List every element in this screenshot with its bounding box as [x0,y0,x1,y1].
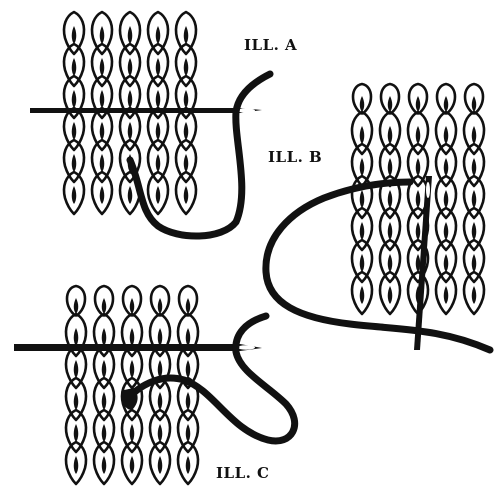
stitch-loop [90,106,114,152]
stitch-loop [434,174,458,220]
stitch-loop [378,110,402,156]
label-ill-a: ILL. A [244,36,297,54]
top-loop [121,284,143,318]
stitch-loop [350,270,374,316]
stitch-loop [434,270,458,316]
stitch-loop [148,440,172,486]
top-loop [351,82,373,116]
stitch-loop [462,110,486,156]
stitch-loop [176,408,200,454]
stitch-loop [62,170,86,216]
stitch-loop [174,170,198,216]
illustration-c: ILL. C [14,284,299,486]
stitch-loop [350,110,374,156]
stitch-loop [406,110,430,156]
stitch-loop [92,344,116,390]
stitch-loop [174,106,198,152]
stitch-loop [146,170,170,216]
stitch-loop [64,440,88,486]
label-ill-c: ILL. C [216,464,270,482]
stitch-loop [146,10,170,56]
stitch-loop [90,138,114,184]
stitch-loop [462,206,486,252]
stitch-loop [62,10,86,56]
stitch-loop [62,42,86,88]
yarn-a [126,70,274,240]
needle-b [414,176,432,350]
illustration-b: ILL. B [262,82,494,354]
stitch-loop [62,106,86,152]
stitch-loop [90,10,114,56]
stitch-loop [64,376,88,422]
top-loop [177,284,199,318]
stitch-loop [118,42,142,88]
top-loop [407,82,429,116]
stitch-loop [462,174,486,220]
stitch-loop [174,42,198,88]
stitch-loop [176,440,200,486]
top-loop [149,284,171,318]
stitch-loop [148,408,172,454]
top-loop [65,284,87,318]
label-ill-b: ILL. B [268,148,322,166]
stitch-loop [350,206,374,252]
top-loop [93,284,115,318]
stitch-loop [378,206,402,252]
stitch-loop [120,440,144,486]
stitch-loop [92,440,116,486]
stitch-loop [174,10,198,56]
stitch-loop [462,142,486,188]
stitch-loop [378,270,402,316]
stitch-loop [64,408,88,454]
stitch-loop [146,138,170,184]
stitch-loop [434,110,458,156]
stitch-loop [462,238,486,284]
stitch-loop [92,376,116,422]
stitch-loop [350,238,374,284]
knit-swatch-b [350,82,486,316]
stitch-loop [174,138,198,184]
top-loop [379,82,401,116]
stitch-loop [62,138,86,184]
stitch-loop [434,238,458,284]
stitch-loop [92,408,116,454]
needle-c [14,344,262,351]
yarn-c [124,312,299,445]
stitch-loop [146,106,170,152]
stitch-loop [64,344,88,390]
stitch-loop [350,142,374,188]
top-loop [463,82,485,116]
needle-a [30,108,262,113]
stitch-loop [118,106,142,152]
stitch-loop [434,142,458,188]
yarn-b [262,178,494,354]
stitch-loop [146,42,170,88]
stitch-loop [120,344,144,390]
knit-swatch-c [64,284,200,486]
stitch-loop [120,408,144,454]
stitch-loop [378,238,402,284]
stitch-loop [118,10,142,56]
illustration-a: ILL. A [30,10,297,240]
stitch-loop [90,170,114,216]
top-loop [435,82,457,116]
stitch-loop [90,42,114,88]
stitch-loop [434,206,458,252]
stitch-loop [462,270,486,316]
